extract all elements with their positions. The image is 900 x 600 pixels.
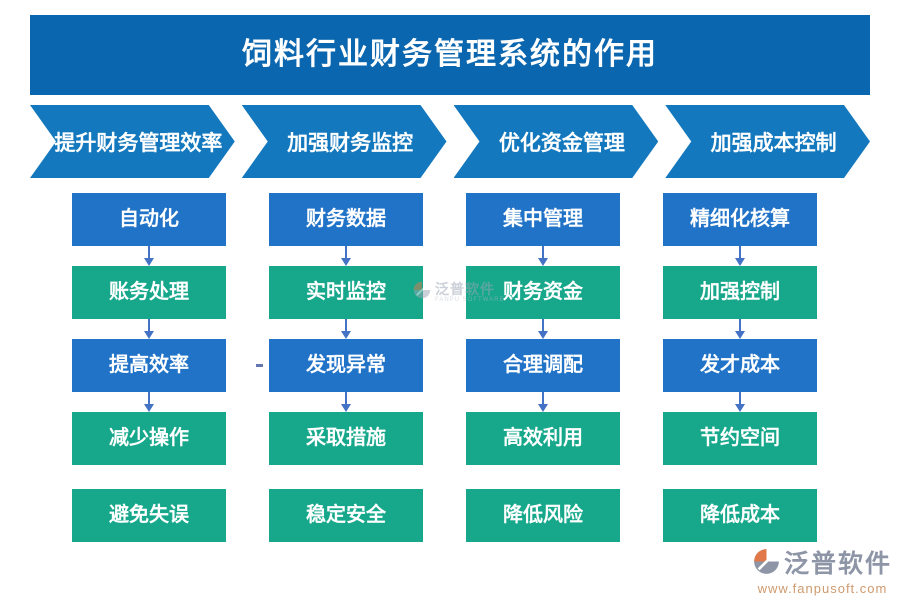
result-box: 降低成本 — [663, 489, 817, 542]
watermark-brand: 泛普软件 — [435, 281, 495, 297]
down-arrow-icon — [340, 319, 352, 339]
down-arrow-icon — [537, 319, 549, 339]
center-watermark: 泛普软件 FANPU SOFTWARE — [413, 281, 504, 304]
result-box: 降低风险 — [466, 489, 620, 542]
step-box: 减少操作 — [72, 412, 226, 465]
step-box: 发现异常 — [269, 339, 423, 392]
flow-column-4: 精细化核算 加强控制 发才成本 节约空间 降低成本 — [663, 193, 817, 542]
down-arrow-icon — [143, 319, 155, 339]
chevron-header-2: 加强财务监控 — [242, 105, 447, 178]
step-box: 发才成本 — [663, 339, 817, 392]
step-box: 集中管理 — [466, 193, 620, 246]
step-box: 账务处理 — [72, 266, 226, 319]
footer-url-text: www.fanpusoft.com — [757, 581, 888, 596]
result-box: 稳定安全 — [269, 489, 423, 542]
step-box: 加强控制 — [663, 266, 817, 319]
step-box: 提高效率 — [72, 339, 226, 392]
down-arrow-icon — [734, 246, 746, 266]
result-box: 避免失误 — [72, 489, 226, 542]
step-box: 自动化 — [72, 193, 226, 246]
down-arrow-icon — [340, 392, 352, 412]
watermark-subtext: FANPU SOFTWARE — [435, 297, 505, 303]
flow-column-2: 财务数据 实时监控 发现异常 采取措施 稳定安全 — [269, 193, 423, 542]
step-box: 实时监控 — [269, 266, 423, 319]
step-box: 财务数据 — [269, 193, 423, 246]
fanpu-logo-icon — [753, 548, 780, 580]
down-arrow-icon — [734, 392, 746, 412]
stray-mark — [256, 364, 263, 367]
down-arrow-icon — [734, 319, 746, 339]
down-arrow-icon — [143, 392, 155, 412]
footer-brand-text: 泛普软件 — [783, 550, 892, 578]
flow-column-3: 集中管理 财务资金 合理调配 高效利用 降低风险 — [466, 193, 620, 542]
down-arrow-icon — [537, 246, 549, 266]
chevron-header-3: 优化资金管理 — [454, 105, 659, 178]
step-box: 高效利用 — [466, 412, 620, 465]
down-arrow-icon — [340, 246, 352, 266]
footer-logo: 泛普软件 www.fanpusoft.com — [753, 548, 892, 596]
chevron-header-4: 加强成本控制 — [665, 105, 870, 178]
fanpu-logo-icon — [413, 281, 431, 304]
page-title: 饲料行业财务管理系统的作用 — [30, 15, 870, 95]
chevron-header-1: 提升财务管理效率 — [30, 105, 235, 178]
step-box: 节约空间 — [663, 412, 817, 465]
step-box: 采取措施 — [269, 412, 423, 465]
step-box: 合理调配 — [466, 339, 620, 392]
header-chevron-row: 提升财务管理效率 加强财务监控 优化资金管理 加强成本控制 — [30, 105, 870, 178]
down-arrow-icon — [537, 392, 549, 412]
down-arrow-icon — [143, 246, 155, 266]
flow-column-1: 自动化 账务处理 提高效率 减少操作 避免失误 — [72, 193, 226, 542]
step-box: 财务资金 — [466, 266, 620, 319]
step-box: 精细化核算 — [663, 193, 817, 246]
